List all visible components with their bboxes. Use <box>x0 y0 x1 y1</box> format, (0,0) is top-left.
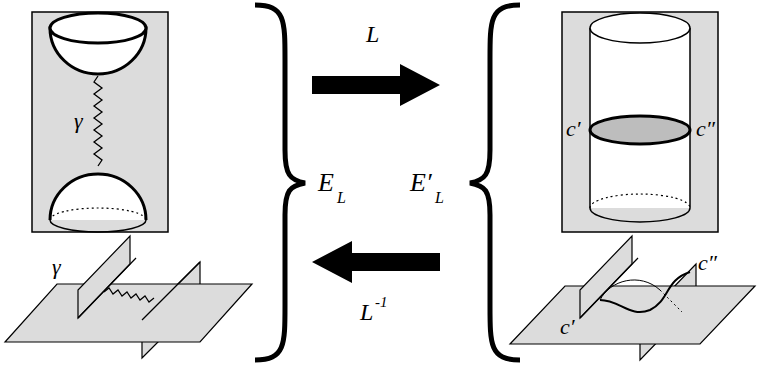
brace <box>470 5 520 360</box>
plane-pair <box>5 236 252 358</box>
map-arrow <box>312 64 440 106</box>
sphere-pair <box>32 12 168 232</box>
cylinder <box>562 12 718 232</box>
set-label: E′ <box>410 170 432 196</box>
map-arrow <box>312 241 440 283</box>
curve-label: c″ <box>696 118 715 140</box>
curve-label: γ <box>52 256 61 278</box>
curve-label: c′ <box>560 316 575 338</box>
curve-label: c″ <box>698 252 717 274</box>
set-subscript: L <box>435 190 444 206</box>
map-label: L <box>360 300 373 324</box>
brace <box>255 5 305 360</box>
map-exponent: -1 <box>375 295 388 310</box>
plane-curves <box>510 236 755 360</box>
curve-label: c′ <box>566 118 581 140</box>
set-label: E <box>318 170 334 196</box>
map-label: L <box>366 22 379 46</box>
curve-label: γ <box>74 110 83 132</box>
set-subscript: L <box>337 190 346 206</box>
